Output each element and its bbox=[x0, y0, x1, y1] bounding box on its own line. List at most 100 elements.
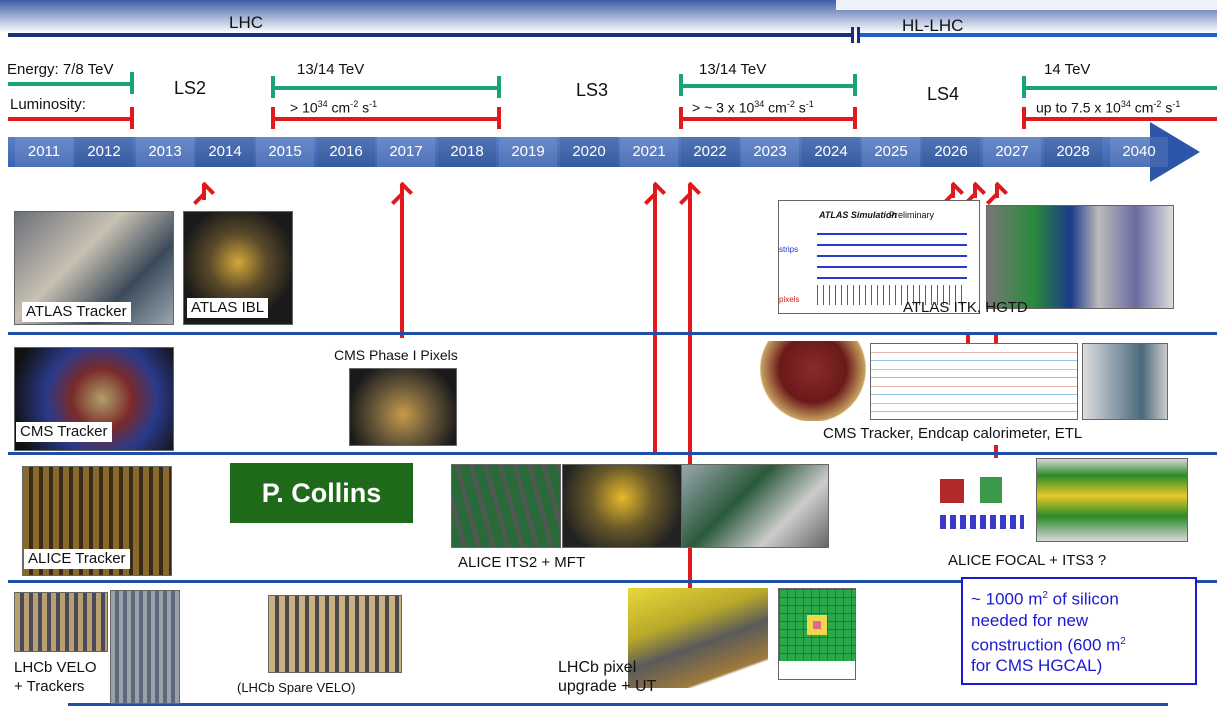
cms-phase1-photo bbox=[349, 368, 457, 446]
hl-lhc-label: HL-LHC bbox=[902, 16, 964, 35]
silicon-note-box: ~ 1000 m2 of silicon needed for new cons… bbox=[961, 577, 1197, 685]
strips-label: strips bbox=[779, 245, 799, 254]
year-label: 2015 bbox=[256, 137, 314, 167]
lhcb-velo-label-1: LHCb VELO bbox=[14, 659, 97, 676]
upgrade-arrow-segment bbox=[966, 335, 970, 345]
focal-strips bbox=[940, 515, 1024, 529]
alice-its2-photo-1 bbox=[451, 464, 561, 548]
row-separator-atlas-cms bbox=[8, 332, 1217, 335]
lhcb-pixel-label-2: upgrade + UT bbox=[558, 678, 657, 695]
run3-lumi-tick-r bbox=[853, 107, 857, 129]
year-label: 2012 bbox=[75, 137, 133, 167]
atlas-tracker-label: ATLAS Tracker bbox=[22, 302, 131, 322]
era-separator-2 bbox=[857, 27, 860, 43]
atlas-hgtd-render bbox=[986, 205, 1174, 309]
lhcb-velo-photo-2 bbox=[110, 590, 180, 704]
year-label: 2016 bbox=[317, 137, 375, 167]
run1-lumi-tick bbox=[130, 107, 134, 129]
run3-energy-tick-r bbox=[853, 74, 857, 96]
year-label: 2014 bbox=[196, 137, 254, 167]
lhcb-pixel-label-1: LHCb pixel bbox=[558, 659, 637, 676]
ls4-label: LS4 bbox=[927, 84, 960, 104]
row-separator-alice-lhcb bbox=[8, 580, 1217, 583]
lhcb-spare-velo-photo bbox=[268, 595, 402, 673]
run2-energy-bar bbox=[273, 86, 499, 90]
focal-cube-green bbox=[980, 477, 1002, 503]
year-label: 2024 bbox=[802, 137, 860, 167]
hl-lhc-header-box bbox=[836, 0, 1217, 10]
run1-energy: Energy: 7/8 TeV bbox=[7, 61, 114, 78]
year-label: 2025 bbox=[862, 137, 920, 167]
lhc-label: LHC bbox=[229, 13, 264, 32]
silicon-note-line1: ~ 1000 m2 of silicon bbox=[971, 589, 1119, 609]
cms-upgrade-label: CMS Tracker, Endcap calorimeter, ETL bbox=[823, 425, 1083, 442]
alice-focal-label: ALICE FOCAL + ITS3 ? bbox=[948, 552, 1107, 569]
atlas-itk-plot: ATLAS Simulation Preliminary strips pixe… bbox=[778, 200, 980, 314]
run2-energy: 13/14 TeV bbox=[297, 61, 365, 78]
timeline-arrowhead bbox=[1150, 122, 1200, 182]
pixel-module-base bbox=[779, 661, 855, 679]
year-label: 2018 bbox=[438, 137, 496, 167]
alice-tracker-label: ALICE Tracker bbox=[24, 549, 130, 569]
upgrade-arrow-shaft bbox=[400, 185, 404, 338]
alice-its2-label: ALICE ITS2 + MFT bbox=[458, 554, 586, 571]
upgrade-arrow-head bbox=[985, 191, 1000, 206]
lhcb-ut-render bbox=[628, 588, 768, 688]
ls2-label: LS2 bbox=[174, 78, 207, 98]
author-banner: P. Collins bbox=[230, 463, 413, 523]
header-band bbox=[0, 0, 1217, 60]
lhcb-pixel-module bbox=[778, 588, 856, 680]
strip-lines bbox=[817, 233, 967, 279]
lhcb-velo-label-2: + Trackers bbox=[14, 678, 85, 695]
alice-focal-render bbox=[936, 463, 1028, 545]
run1-energy-bar bbox=[8, 82, 132, 86]
sim-title: ATLAS Simulation bbox=[819, 210, 897, 220]
run2-lumi-bar bbox=[273, 117, 499, 121]
alice-its3-render bbox=[1036, 458, 1188, 542]
year-label: 2013 bbox=[136, 137, 194, 167]
silicon-note-line3: construction (600 m2 bbox=[971, 635, 1126, 655]
row-separator-cms-alice bbox=[8, 452, 1217, 455]
run2-luminosity: > 1034 cm-2 s-1 bbox=[290, 99, 378, 116]
lhcb-spare-velo-label: (LHCb Spare VELO) bbox=[237, 680, 356, 695]
pixel-lines bbox=[817, 285, 967, 305]
run2-lumi-tick-r bbox=[497, 107, 501, 129]
run3-energy-tick-l bbox=[679, 74, 683, 96]
cms-etl-render bbox=[1082, 343, 1168, 420]
year-label: 2021 bbox=[620, 137, 678, 167]
year-label: 2028 bbox=[1044, 137, 1102, 167]
run3-energy: 13/14 TeV bbox=[699, 61, 767, 78]
run4-lumi-bar bbox=[1024, 117, 1217, 121]
bottom-line bbox=[68, 703, 1168, 706]
run1-luminosity: Luminosity: bbox=[10, 96, 86, 113]
hl-lhc-era-line bbox=[858, 33, 1217, 37]
year-label: 2027 bbox=[983, 137, 1041, 167]
run3-lumi-bar bbox=[681, 117, 855, 121]
run4-lumi-tick-l bbox=[1022, 107, 1026, 129]
silicon-note-line2: needed for new bbox=[971, 610, 1089, 630]
pixels-label: pixels bbox=[779, 295, 800, 304]
upgrade-arrow-segment bbox=[994, 335, 998, 345]
lhc-era-line bbox=[8, 33, 853, 37]
run3-luminosity: > ~ 3 x 1034 cm-2 s-1 bbox=[692, 99, 814, 116]
upgrade-arrow-shaft bbox=[653, 185, 657, 455]
year-label: 2023 bbox=[741, 137, 799, 167]
year-label: 2011 bbox=[15, 137, 73, 167]
era-separator bbox=[851, 27, 854, 43]
sim-prelim: Preliminary bbox=[889, 210, 935, 220]
ls3-label: LS3 bbox=[576, 80, 609, 100]
year-label: 2019 bbox=[499, 137, 557, 167]
atlas-itk-label: ATLAS ITK, HGTD bbox=[903, 299, 1028, 316]
year-label: 2020 bbox=[560, 137, 618, 167]
upgrade-arrow-segment bbox=[994, 445, 998, 458]
cms-phase1-label: CMS Phase I Pixels bbox=[334, 347, 458, 363]
run4-energy-bar bbox=[1024, 86, 1217, 90]
alice-its2-photo-2 bbox=[562, 464, 682, 548]
pixel-center-dot bbox=[813, 621, 821, 629]
run4-energy-tick-l bbox=[1022, 76, 1026, 98]
run4-luminosity: up to 7.5 x 1034 cm-2 s-1 bbox=[1036, 99, 1181, 116]
run4-energy: 14 TeV bbox=[1044, 61, 1091, 78]
run3-lumi-tick-l bbox=[679, 107, 683, 129]
upgrade-arrow-shaft bbox=[995, 185, 999, 198]
cms-tracker-layout bbox=[870, 343, 1078, 420]
